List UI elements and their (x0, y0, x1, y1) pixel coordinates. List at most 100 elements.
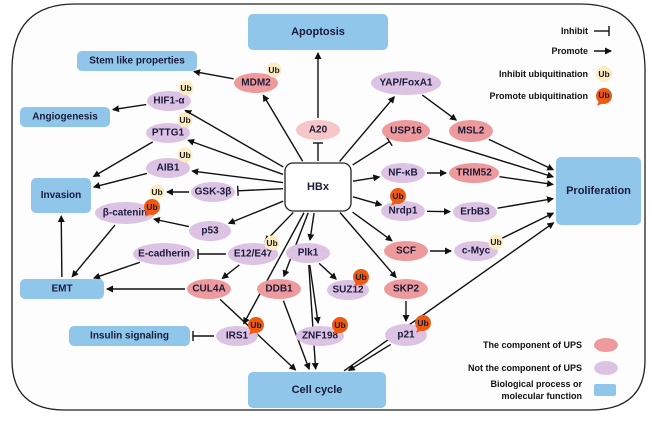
node-erbb3[interactable]: ErbB3 (453, 202, 497, 222)
node-p21[interactable]: p21 (385, 324, 427, 346)
edge-promote-plk1-to-znf198 (309, 264, 321, 325)
process-cellcycle[interactable]: Cell cycle (248, 372, 386, 408)
hbx-label: HBx (307, 181, 330, 193)
edge-inhibit-e12-to-ecad (197, 249, 226, 259)
edge-promote-hbx-to-plk1 (307, 212, 315, 242)
edge-promote-cul4a-to-cellcycle (219, 298, 297, 371)
process-label: Apoptosis (291, 26, 345, 38)
node-cmyc[interactable]: c-Myc (454, 241, 498, 261)
edge-promote-hbx-to-mdm2 (262, 94, 304, 162)
node-scf[interactable]: SCF (384, 241, 428, 261)
node-hif1a[interactable]: HIF1-α (147, 91, 191, 111)
node-cul4a[interactable]: CUL4A (187, 279, 231, 299)
process-invasion[interactable]: Invasion (31, 178, 91, 213)
node-ellipse (257, 279, 301, 299)
node-ellipse (147, 91, 191, 111)
edge-promote-hbx-to-aib1 (191, 168, 284, 184)
ups-swatch (594, 338, 618, 352)
svg-text:Ub: Ub (250, 320, 261, 330)
node-label: ErbB3 (460, 207, 490, 218)
node-label: A20 (309, 125, 328, 136)
node-label: YAP/FoxA1 (380, 78, 433, 89)
svg-text:Ub: Ub (598, 90, 609, 100)
node-mdm2[interactable]: MDM2 (234, 73, 278, 93)
node-ellipse (95, 202, 155, 224)
legend-process-label-1: Biological process or (490, 379, 582, 389)
edge-promote-yap-to-msl2 (421, 94, 458, 121)
svg-text:Ub: Ub (417, 318, 428, 328)
process-angio[interactable]: Angiogenesis (20, 107, 110, 127)
process-label: Insulin signaling (90, 331, 169, 342)
node-label: IRS1 (226, 331, 249, 342)
node-label: AIB1 (157, 163, 180, 174)
edge-promote-cellcycle-to-prolif (343, 222, 555, 372)
node-ellipse (384, 279, 428, 299)
edge-promote-mdm2-to-stem (193, 69, 234, 80)
svg-text:Ub: Ub (179, 150, 190, 160)
edge-promote-usp16-to-prolif (427, 137, 555, 179)
node-yap[interactable]: YAP/FoxA1 (371, 71, 441, 95)
edges-layer (57, 52, 555, 372)
svg-text:Ub: Ub (334, 320, 345, 330)
promote-ub-badge-suz12: Ub (352, 268, 369, 287)
edge-promote-aib1-to-invasion (92, 172, 148, 189)
svg-text:Ub: Ub (266, 238, 277, 248)
node-irs1[interactable]: IRS1 (216, 326, 258, 346)
svg-text:Ub: Ub (355, 272, 366, 282)
node-msl2[interactable]: MSL2 (449, 120, 493, 142)
node-label: β-catenin (103, 208, 147, 219)
node-a20[interactable]: A20 (296, 120, 340, 140)
node-aib1[interactable]: AIB1 (146, 158, 190, 178)
node-label: p53 (201, 226, 219, 237)
node-usp16[interactable]: USP16 (382, 120, 430, 142)
process-stem[interactable]: Stem like properties (77, 51, 197, 71)
node-znf198[interactable]: ZNF198 (296, 326, 344, 346)
node-label: E12/E47 (234, 249, 273, 260)
node-ellipse (449, 120, 493, 142)
edge-promote-hif1a-to-angio (111, 103, 147, 113)
edge-promote-hbx-to-p53 (227, 200, 284, 225)
edge-promote-e12-to-cul4a (221, 264, 240, 280)
node-label: SKP2 (393, 284, 420, 295)
node-label: Nrdp1 (389, 206, 418, 217)
edge-promote-p21-to-cellcycle (347, 343, 392, 372)
node-ddb1[interactable]: DDB1 (257, 279, 301, 299)
node-skp2[interactable]: SKP2 (384, 279, 428, 299)
node-label: USP16 (390, 126, 422, 137)
node-plk1[interactable]: Plk1 (286, 243, 330, 263)
node-ecad[interactable]: E-cadherin (133, 243, 195, 265)
node-label: DDB1 (265, 284, 293, 295)
node-ellipse (454, 241, 498, 261)
node-bcat[interactable]: β-catenin (95, 202, 155, 224)
process-apoptosis[interactable]: Apoptosis (248, 14, 388, 50)
legend-ups-label: The component of UPS (483, 340, 582, 350)
node-p53[interactable]: p53 (189, 221, 231, 241)
node-gsk3b[interactable]: GSK-3β (191, 182, 235, 202)
node-ellipse (189, 221, 231, 241)
legend: Inhibit Promote Inhibit ubiquitination U… (468, 26, 618, 401)
node-ellipse (133, 243, 195, 265)
node-pttg1[interactable]: PTTG1 (146, 123, 190, 143)
node-nrdp1[interactable]: Nrdp1 (381, 201, 425, 221)
node-nfkb[interactable]: NF-κB (381, 163, 425, 183)
node-e12[interactable]: E12/E47 (228, 243, 278, 265)
edge-promote-msl2-to-prolif (488, 138, 555, 171)
process-box (69, 326, 190, 346)
legend-promote-ub-label: Promote ubiquitination (490, 91, 589, 101)
process-prolif[interactable]: Proliferation (556, 157, 641, 225)
non-ups-swatch (594, 361, 618, 375)
hbx-center-node[interactable]: HBx (284, 162, 352, 212)
inhibit-bar (386, 136, 393, 147)
svg-text:Ub: Ub (146, 202, 157, 212)
inhibit-ub-badge-pttg1: Ub (177, 112, 193, 128)
node-ellipse (187, 279, 231, 299)
node-label: NF-κB (388, 168, 417, 179)
node-trim52[interactable]: TRIM52 (449, 163, 499, 183)
node-suz12[interactable]: SUZ12 (327, 280, 369, 300)
process-insulin[interactable]: Insulin signaling (69, 326, 190, 346)
process-swatch (594, 384, 616, 396)
node-label: TRIM52 (456, 168, 492, 179)
node-ellipse (146, 123, 190, 143)
process-emt[interactable]: EMT (20, 279, 104, 299)
